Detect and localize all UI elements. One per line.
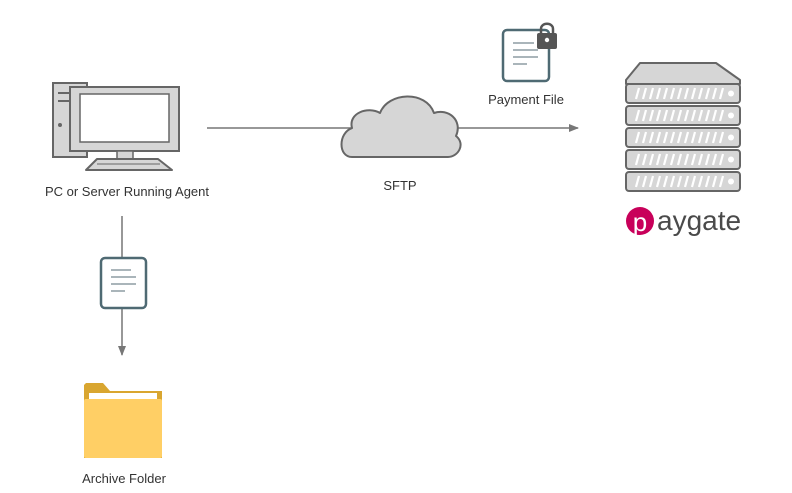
svg-text:p: p bbox=[633, 207, 647, 237]
padlock-icon bbox=[537, 22, 557, 49]
server-vent-slot bbox=[662, 153, 669, 166]
server-vent-slot bbox=[648, 153, 655, 166]
server-led bbox=[728, 178, 734, 185]
server-vent-slot bbox=[683, 87, 690, 100]
server-unit bbox=[625, 149, 741, 170]
server-vent-slot bbox=[697, 87, 704, 100]
payment-file-label: Payment File bbox=[488, 92, 564, 107]
server-vent-slot bbox=[655, 153, 662, 166]
server-vent-slot bbox=[690, 153, 697, 166]
server-vent-slot bbox=[655, 87, 662, 100]
server-led bbox=[728, 134, 734, 141]
server-vent-slot bbox=[711, 87, 718, 100]
server-vent-slot bbox=[641, 153, 648, 166]
server-vent-slot bbox=[718, 109, 725, 122]
sftp-label: SFTP bbox=[383, 178, 416, 193]
server-vent-slot bbox=[690, 175, 697, 188]
server-vent-slot bbox=[655, 109, 662, 122]
server-vent-slot bbox=[655, 131, 662, 144]
server-unit bbox=[625, 171, 741, 192]
server-vent-slot bbox=[697, 131, 704, 144]
server-vent-slot bbox=[634, 175, 641, 188]
server-vent-slot bbox=[697, 109, 704, 122]
server-vent-slot bbox=[718, 175, 725, 188]
server-vent-slot bbox=[718, 131, 725, 144]
server-led bbox=[728, 112, 734, 119]
server-vent-slot bbox=[711, 153, 718, 166]
pc-label: PC or Server Running Agent bbox=[45, 184, 209, 199]
server-unit bbox=[625, 127, 741, 148]
archive-label: Archive Folder bbox=[82, 471, 166, 486]
computer-icon bbox=[52, 82, 180, 171]
server-vent-slot bbox=[634, 131, 641, 144]
server-vent-slot bbox=[669, 87, 676, 100]
server-vent-slot bbox=[704, 175, 711, 188]
paygate-logo: p aygate bbox=[626, 205, 741, 237]
server-vent-slot bbox=[676, 109, 683, 122]
server-vent-slot bbox=[641, 175, 648, 188]
server-vent-slot bbox=[634, 153, 641, 166]
server-vent-slot bbox=[648, 109, 655, 122]
server-vent-slot bbox=[669, 175, 676, 188]
server-vent-slot bbox=[641, 131, 648, 144]
server-vent-slot bbox=[690, 87, 697, 100]
cloud-icon bbox=[340, 95, 462, 158]
server-vent-slot bbox=[711, 175, 718, 188]
server-vent-slot bbox=[683, 109, 690, 122]
server-vent-slot bbox=[704, 153, 711, 166]
server-vent-slot bbox=[690, 109, 697, 122]
server-vent-slot bbox=[690, 131, 697, 144]
server-vent-slot bbox=[697, 153, 704, 166]
server-vent-slot bbox=[697, 175, 704, 188]
server-vent-slot bbox=[655, 175, 662, 188]
server-vent-slot bbox=[662, 175, 669, 188]
server-unit bbox=[625, 83, 741, 104]
server-vent-slot bbox=[711, 109, 718, 122]
server-vent-slot bbox=[641, 109, 648, 122]
server-vent-slot bbox=[669, 109, 676, 122]
server-vent-slot bbox=[676, 175, 683, 188]
server-vent-slot bbox=[718, 87, 725, 100]
server-vent-slot bbox=[683, 131, 690, 144]
server-vent-slot bbox=[634, 109, 641, 122]
server-vent-slot bbox=[704, 109, 711, 122]
server-vent-slot bbox=[676, 87, 683, 100]
server-vent-slot bbox=[648, 87, 655, 100]
server-vent-slot bbox=[634, 87, 641, 100]
server-rack-icon bbox=[625, 62, 741, 192]
server-vent-slot bbox=[718, 153, 725, 166]
server-vent-slot bbox=[676, 153, 683, 166]
document-icon bbox=[99, 256, 148, 310]
server-vent-slot bbox=[641, 87, 648, 100]
server-vent-slot bbox=[669, 153, 676, 166]
server-vent-slot bbox=[683, 175, 690, 188]
server-vent-slot bbox=[704, 131, 711, 144]
server-vent-slot bbox=[669, 131, 676, 144]
server-vent-slot bbox=[662, 109, 669, 122]
server-led bbox=[728, 90, 734, 97]
server-vent-slot bbox=[676, 131, 683, 144]
server-vent-slot bbox=[662, 87, 669, 100]
server-vent-slot bbox=[704, 87, 711, 100]
server-vent-slot bbox=[648, 175, 655, 188]
server-led bbox=[728, 156, 734, 163]
server-unit bbox=[625, 105, 741, 126]
folder-icon bbox=[84, 383, 162, 458]
paygate-wordmark: aygate bbox=[657, 205, 741, 236]
server-vent-slot bbox=[683, 153, 690, 166]
server-vent-slot bbox=[662, 131, 669, 144]
server-vent-slot bbox=[711, 131, 718, 144]
server-vent-slot bbox=[648, 131, 655, 144]
